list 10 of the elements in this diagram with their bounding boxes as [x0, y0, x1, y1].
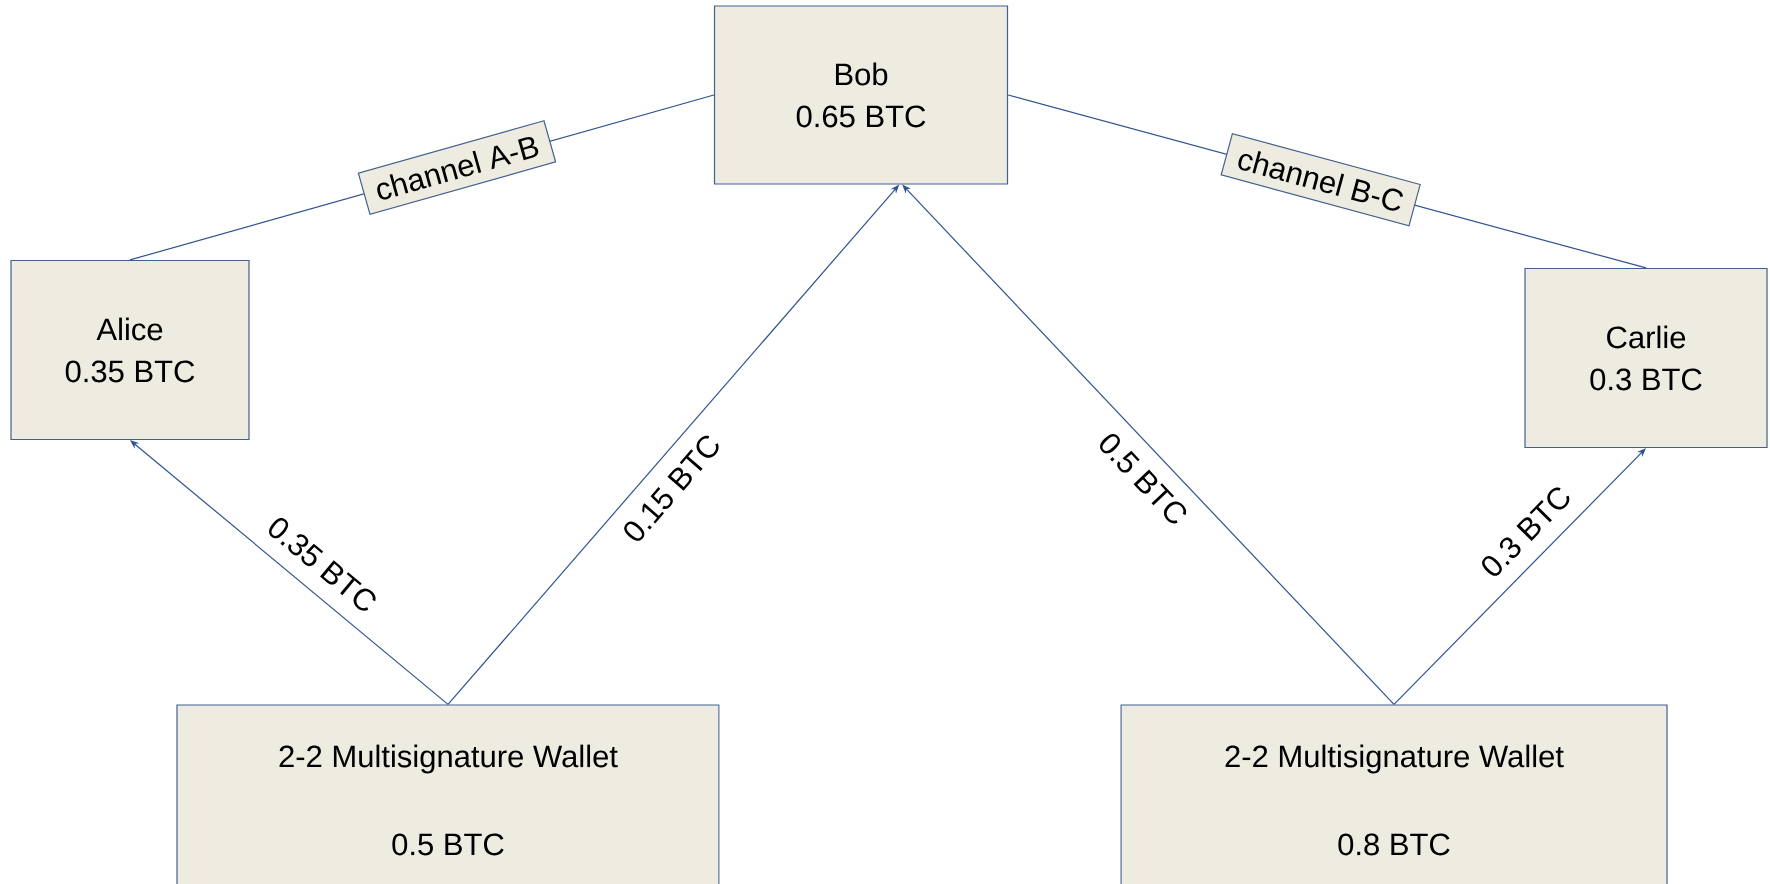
account-box: 2-2 Multisignature Wallet 0.8 BTC: [1120, 704, 1668, 884]
arrow: [130, 440, 449, 705]
channel-label: channel B-C: [1220, 132, 1421, 227]
account-box: Carlie 0.3 BTC: [1524, 267, 1768, 449]
account-box: 2-2 Multisignature Wallet 0.5 BTC: [176, 704, 720, 884]
edge-label: 0.35 BTC: [262, 511, 383, 618]
channel-label: channel A-B: [357, 120, 557, 216]
account-box: Alice 0.35 BTC: [10, 259, 250, 441]
arrow: [1393, 448, 1646, 705]
account-box: Bob 0.65 BTC: [713, 5, 1009, 185]
